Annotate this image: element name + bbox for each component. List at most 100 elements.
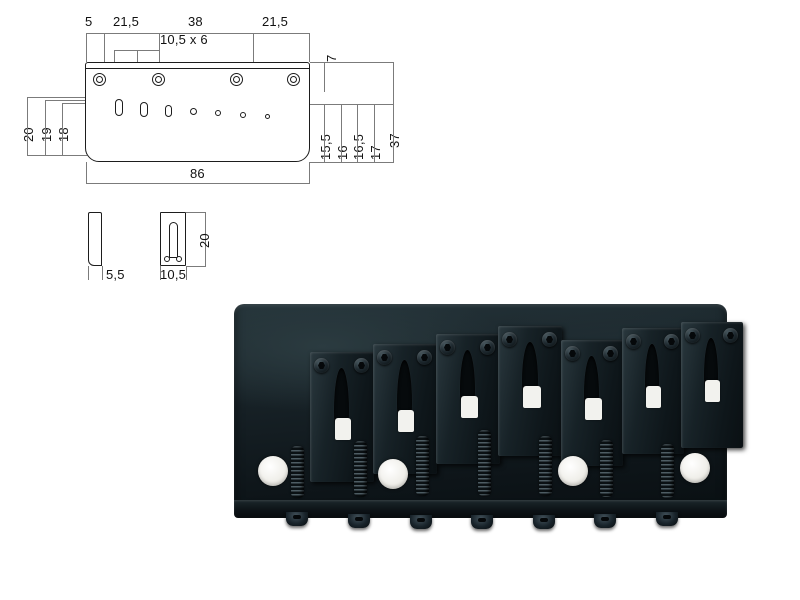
saddle-gap xyxy=(585,398,602,420)
ext-line-dA1 xyxy=(88,266,89,280)
dim-detail-20: 20 xyxy=(197,233,212,248)
intonation-screw xyxy=(471,515,493,529)
mounting-hole xyxy=(378,459,408,489)
saddle-gap xyxy=(705,380,720,402)
saddle-hex-screw xyxy=(603,346,618,361)
dim-line-left-20 xyxy=(27,97,28,155)
ext-line-b2 xyxy=(309,162,310,183)
dim-line-left-19 xyxy=(45,100,46,155)
saddle-screw-hole xyxy=(176,256,182,262)
ext-line-r1 xyxy=(310,62,394,63)
saddle-slot xyxy=(169,222,178,258)
saddle-hex-screw xyxy=(542,332,557,347)
saddle xyxy=(310,352,374,482)
mounting-hole xyxy=(680,453,710,483)
intonation-spring xyxy=(478,430,491,496)
saddle xyxy=(373,344,437,474)
string-hole xyxy=(190,108,197,115)
ext-line-r2 xyxy=(310,104,394,105)
ext-line-t4 xyxy=(253,33,254,62)
dim-string-spacing: 10,5 x 6 xyxy=(160,32,208,47)
mounting-hole xyxy=(93,73,106,86)
dim-line-r16 xyxy=(341,104,342,162)
ext-line-b1 xyxy=(86,162,87,183)
dim-bottom-86: 86 xyxy=(190,166,205,181)
dim-left-20: 20 xyxy=(21,127,36,142)
ext-line-s3 xyxy=(159,50,160,62)
saddle-hex-screw xyxy=(377,350,392,365)
intonation-screw xyxy=(410,515,432,529)
dim-line-spacing xyxy=(114,50,159,51)
intonation-screw xyxy=(594,514,616,528)
ext-line-t2 xyxy=(104,33,105,62)
dim-line-r17 xyxy=(374,104,375,162)
ext-line-dB4 xyxy=(186,266,206,267)
string-hole xyxy=(140,102,148,117)
mounting-hole xyxy=(230,73,243,86)
saddle xyxy=(561,340,623,466)
saddle-gap xyxy=(646,386,661,408)
saddle xyxy=(681,322,743,448)
intonation-spring xyxy=(600,440,613,497)
ext-line-s2 xyxy=(137,50,138,62)
saddle-gap xyxy=(398,410,414,432)
dim-line-bottom xyxy=(86,183,310,184)
dim-top-3: 38 xyxy=(188,14,203,29)
bridge-product-photo xyxy=(228,296,743,539)
ext-line-l1 xyxy=(27,97,85,98)
intonation-spring xyxy=(539,436,552,496)
dim-line-r7 xyxy=(324,62,325,92)
saddle-hex-screw xyxy=(314,358,329,373)
saddle-hex-screw xyxy=(664,334,679,349)
detail-saddle-front-profile xyxy=(160,212,186,266)
saddle-hex-screw xyxy=(565,346,580,361)
saddle-hex-screw xyxy=(685,328,700,343)
string-hole xyxy=(240,112,246,118)
mounting-hole xyxy=(287,73,300,86)
ext-line-l2 xyxy=(45,100,85,101)
ext-line-t5 xyxy=(309,33,310,62)
dim-right-37: 37 xyxy=(387,133,402,148)
intonation-screw xyxy=(348,514,370,528)
dim-top-2: 21,5 xyxy=(113,14,140,29)
intonation-screw xyxy=(656,512,678,526)
saddle-hex-screw xyxy=(354,358,369,373)
saddle-screw-hole xyxy=(164,256,170,262)
saddle-hex-screw xyxy=(440,340,455,355)
intonation-spring xyxy=(354,441,367,497)
detail-saddle-side-profile xyxy=(88,212,102,266)
intonation-spring xyxy=(661,444,674,498)
dim-right-15-5: 15,5 xyxy=(318,133,333,160)
dim-left-19: 19 xyxy=(39,127,54,142)
dim-line-r155 xyxy=(324,104,325,162)
dim-detail-10-5: 10,5 xyxy=(160,267,187,282)
bridge-plate-top-view xyxy=(85,62,310,162)
saddle xyxy=(622,328,684,454)
saddle-hex-screw xyxy=(417,350,432,365)
saddle xyxy=(498,326,562,456)
saddle-gap xyxy=(523,386,541,408)
saddle-gap xyxy=(335,418,351,440)
string-hole xyxy=(265,114,270,119)
ext-line-dA2 xyxy=(102,266,103,280)
string-hole xyxy=(165,105,172,117)
saddle-hex-screw xyxy=(626,334,641,349)
dim-right-16: 16 xyxy=(335,145,350,160)
mounting-hole xyxy=(152,73,165,86)
ext-line-dB2 xyxy=(186,266,187,280)
mounting-hole xyxy=(558,456,588,486)
string-hole xyxy=(215,110,221,116)
intonation-screw xyxy=(533,515,555,529)
ext-line-dB3 xyxy=(186,212,206,213)
saddle-hex-screw xyxy=(480,340,495,355)
dim-right-16-5: 16,5 xyxy=(351,133,366,160)
dim-line-left-18 xyxy=(62,103,63,155)
plate-edge-line xyxy=(86,68,309,69)
dim-detail-5-5: 5,5 xyxy=(106,267,125,282)
dim-line-top xyxy=(86,33,310,34)
ext-line-l4 xyxy=(27,155,87,156)
bridge-plate-lip xyxy=(234,500,727,518)
intonation-spring xyxy=(291,446,304,498)
intonation-screw xyxy=(286,512,308,526)
saddle-gap xyxy=(461,396,478,418)
